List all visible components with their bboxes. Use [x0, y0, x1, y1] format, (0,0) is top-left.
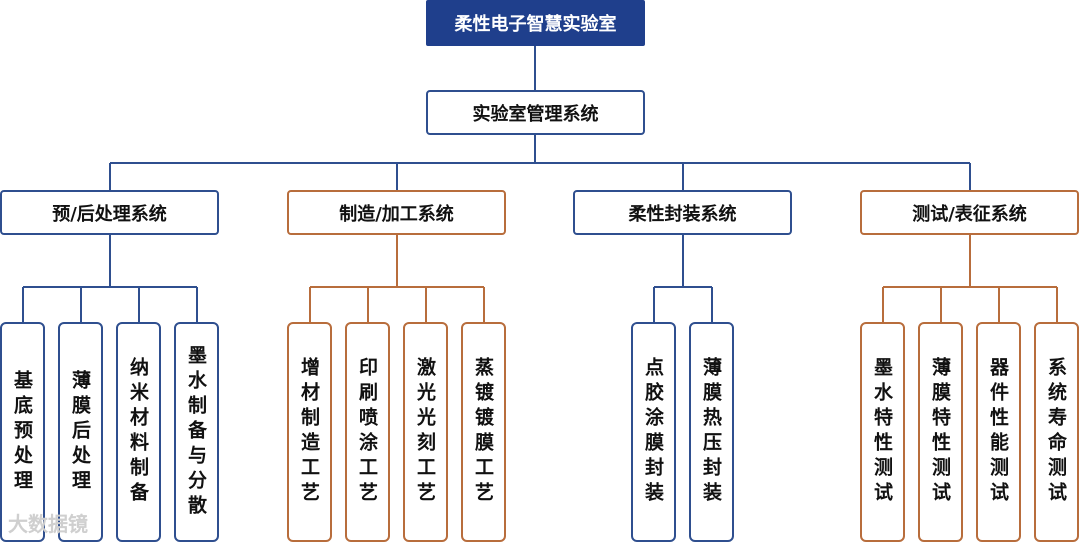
leaf-dispensing-encapsulation: 点胶涂膜封装 [631, 322, 676, 542]
leaf-nanomaterial-prep: 纳米材料制备 [116, 322, 161, 542]
leaf-lifetime-testing: 系统寿命测试 [1034, 322, 1079, 542]
watermark: 大数据镜 [8, 512, 88, 536]
leaf-ink-testing: 墨水特性测试 [860, 322, 905, 542]
leaf-film-testing: 薄膜特性测试 [918, 322, 963, 542]
leaf-film-hotpress: 薄膜热压封装 [689, 322, 734, 542]
leaf-device-testing: 器件性能测试 [976, 322, 1021, 542]
leaf-print-spray: 印刷喷涂工艺 [345, 322, 390, 542]
category-packaging: 柔性封装系统 [573, 190, 792, 235]
category-testing: 测试/表征系统 [860, 190, 1079, 235]
leaf-ink-prep: 墨水制备与分散 [174, 322, 219, 542]
root-node: 柔性电子智慧实验室 [426, 0, 645, 46]
leaf-substrate-pretreatment: 基底预处理 [0, 322, 45, 542]
category-pre-post-processing: 预/后处理系统 [0, 190, 219, 235]
leaf-laser-lithography: 激光光刻工艺 [403, 322, 448, 542]
management-node: 实验室管理系统 [426, 90, 645, 135]
leaf-additive-manufacturing: 增材制造工艺 [287, 322, 332, 542]
category-manufacturing: 制造/加工系统 [287, 190, 506, 235]
leaf-evaporation-coating: 蒸镀镀膜工艺 [461, 322, 506, 542]
